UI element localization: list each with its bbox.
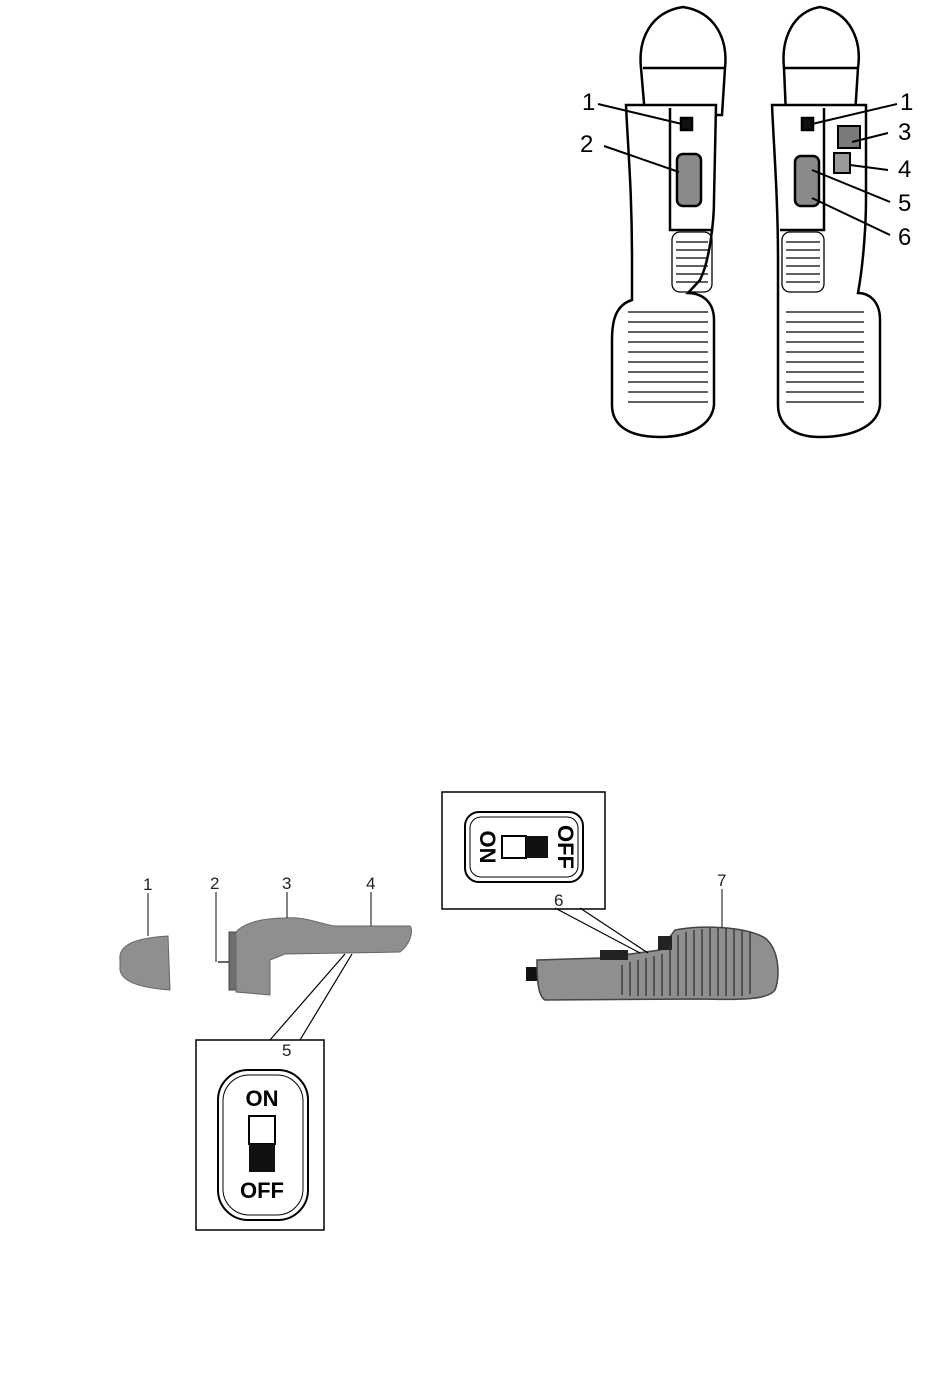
part-callout-4: 4: [366, 874, 375, 893]
inset-switch-box-5: ON OFF: [196, 1040, 324, 1230]
detached-cap: [120, 936, 170, 990]
sensor-window-right: [802, 118, 813, 130]
button-left: [677, 154, 701, 206]
part-callout-1: 1: [143, 875, 152, 894]
inset-on-label: ON: [475, 831, 500, 864]
handle-body: [526, 927, 778, 1000]
inset-switch-box-6: ON OFF: [442, 792, 605, 909]
part-callout-3: 3: [282, 874, 291, 893]
body-right: [772, 105, 880, 437]
device-left-view: [612, 7, 725, 437]
callout-left-2: 2: [580, 131, 593, 158]
indicator-3: [838, 126, 860, 148]
callout-left-1: 1: [582, 89, 595, 116]
part-callout-2: 2: [210, 874, 219, 893]
indicator-4: [834, 153, 850, 173]
cap-left: [641, 7, 726, 115]
callout-right-3: 3: [898, 119, 911, 146]
button-right: [795, 156, 819, 206]
inset-5-pointer: [270, 954, 352, 1040]
switch-on-label: ON: [246, 1086, 279, 1111]
inset-6-pointer: [555, 908, 648, 953]
part-callout-5: 5: [282, 1041, 291, 1060]
switch-off-label: OFF: [240, 1178, 284, 1203]
tool-body: [218, 918, 412, 995]
callout-right-1: 1: [900, 89, 913, 116]
part-callout-6: 6: [554, 891, 563, 910]
cap-right: [784, 7, 859, 115]
callout-right-4: 4: [898, 156, 911, 183]
part-callout-7: 7: [717, 871, 726, 890]
callout-right-6: 6: [898, 224, 911, 251]
callout-right-5: 5: [898, 190, 911, 217]
sensor-window-left: [681, 118, 692, 130]
inset-off-label: OFF: [553, 825, 578, 869]
